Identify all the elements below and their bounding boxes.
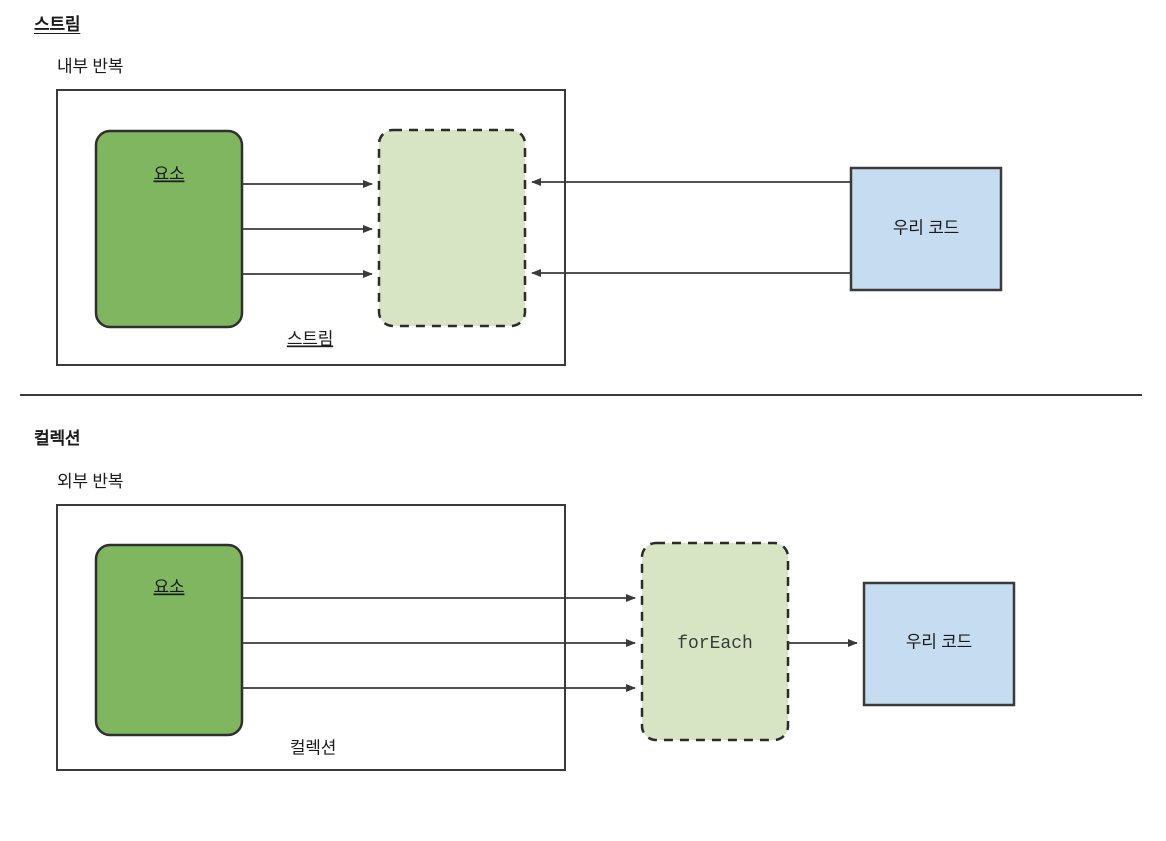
stream-consumer-box [849,166,1003,292]
collection-foreach-label: forEach [677,634,753,654]
stream-consumer-label: 우리 코드 [893,218,959,237]
section-subtitle-internal-iteration: 내부 반복 [57,57,124,76]
collection-consumer-box [862,581,1016,707]
collection-consumer-label: 우리 코드 [906,632,972,651]
collection-foreach-box [640,541,790,742]
stream-container-label: 스트림 [287,329,333,348]
collection-container-label: 컬렉션 [290,738,336,757]
collection-elements-label: 요소 [154,577,185,596]
collection-diagram: 요소 컬렉션 forEach 우리 코드 [56,504,1016,771]
section-subtitle-external-iteration: 외부 반복 [57,472,124,491]
section-divider [20,394,1142,396]
stream-elements-box [94,129,244,329]
stream-diagram: 요소 스트림 우리 코드 [56,89,1003,366]
section-title-stream: 스트림 [34,15,81,34]
collection-elements-box [94,543,244,737]
stream-elements-label: 요소 [154,164,185,183]
stream-operation-box [377,128,527,328]
section-title-collection: 컬렉션 [34,429,81,448]
